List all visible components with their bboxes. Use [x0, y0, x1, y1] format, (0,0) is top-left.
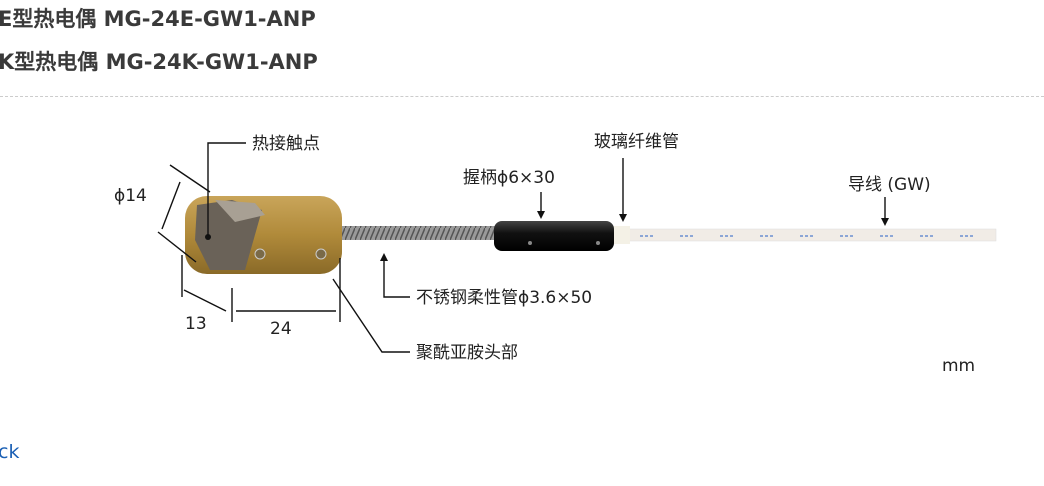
flex-tube — [335, 226, 505, 240]
handle — [494, 221, 614, 251]
divider — [0, 96, 1044, 97]
glass-fiber-tube — [612, 226, 630, 244]
title-k-type: K型热电偶 MG-24K-GW1-ANP — [0, 50, 318, 74]
label-lead: 导线 (GW) — [848, 175, 931, 195]
label-diameter: ϕ14 — [114, 186, 147, 206]
lead-wire — [627, 228, 997, 242]
back-link[interactable]: ck — [0, 441, 20, 463]
label-head: 聚酰亚胺头部 — [416, 343, 518, 363]
label-dim13: 13 — [185, 314, 207, 334]
title-e-type: E型热电偶 MG-24E-GW1-ANP — [0, 7, 316, 31]
label-junction: 热接触点 — [252, 134, 320, 154]
label-flex-tube: 不锈钢柔性管ϕ3.6×50 — [416, 288, 592, 308]
label-handle: 握柄ϕ6×30 — [463, 168, 555, 188]
label-unit: mm — [942, 356, 975, 376]
label-glass-tube: 玻璃纤维管 — [594, 132, 679, 152]
label-dim24: 24 — [270, 319, 292, 339]
junction-point — [205, 234, 211, 240]
